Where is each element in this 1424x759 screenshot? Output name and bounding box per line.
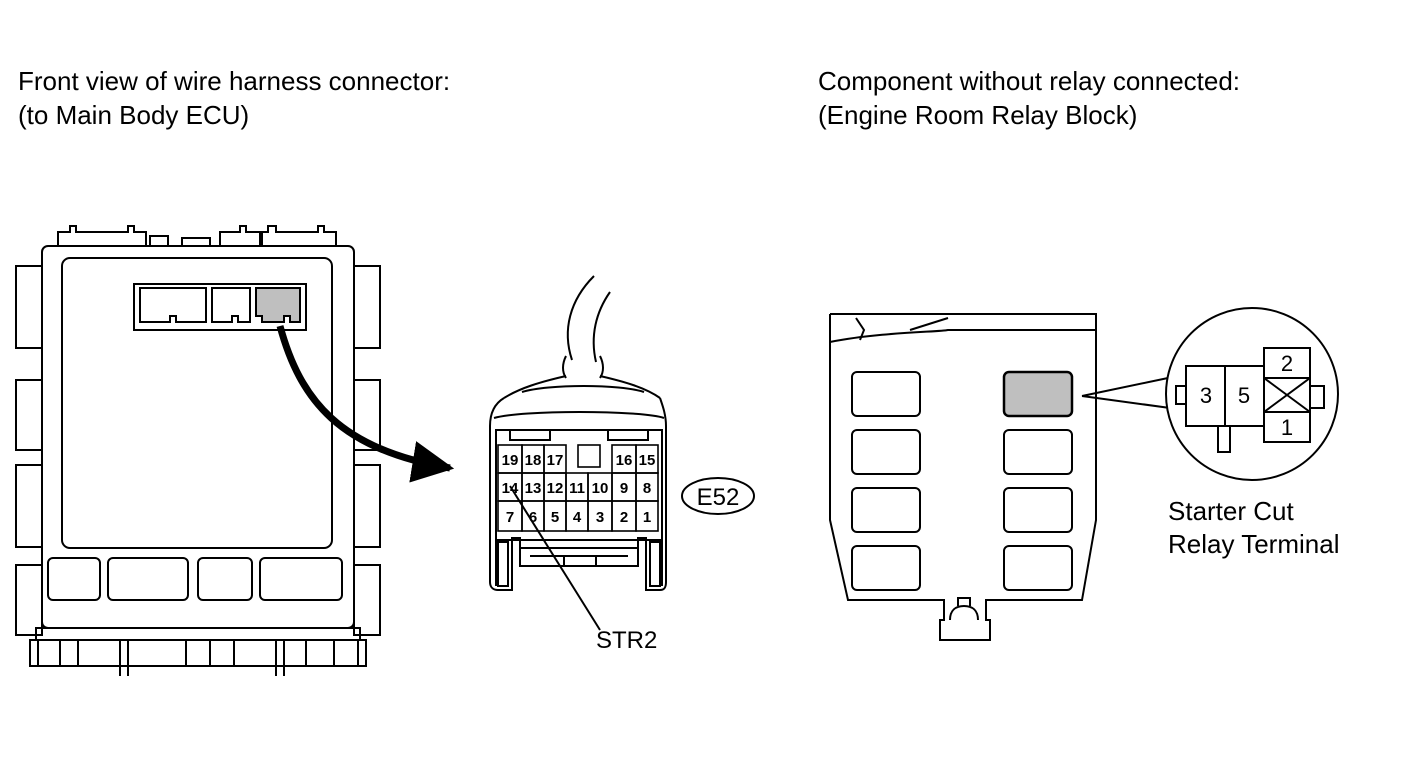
relay-pin-1: 1 [1281,415,1293,440]
str2-leader [509,485,601,631]
right-caption-line2: (Engine Room Relay Block) [818,100,1138,130]
e52-code-oval [681,477,755,515]
pin-7: 7 [506,509,514,526]
pin-17: 17 [547,452,564,469]
pin-16: 16 [616,452,633,469]
pin-12: 12 [547,480,564,497]
relay-pin-5: 5 [1238,383,1250,408]
pin-11: 11 [569,480,585,497]
relay-terminal-callout [1081,307,1339,481]
left-caption-line2: (to Main Body ECU) [18,100,250,130]
left-caption-line1: Front view of wire harness connector: [18,66,451,96]
pin-3: 3 [596,509,604,526]
pin-2: 2 [620,509,628,526]
right-caption-line1: Component without relay connected: [818,66,1241,96]
relay-pin-3: 3 [1200,383,1212,408]
pin-19: 19 [502,452,519,469]
main-body-ecu [15,225,381,676]
pin-9: 9 [620,480,628,497]
pin-10: 10 [592,480,609,497]
starter-cut-relay-slot [1002,370,1074,418]
pin-18: 18 [525,452,542,469]
engine-room-relay-block [829,313,1097,641]
relay-pin-2: 2 [1281,351,1293,376]
relay-terminal-label-line2: Relay Terminal [1168,529,1339,559]
relay-terminal-label-line1: Starter Cut [1168,496,1294,526]
pin-5: 5 [551,509,559,526]
pin-13: 13 [525,480,542,497]
pin-15: 15 [639,452,656,469]
connection-arrow [276,325,455,483]
pin-6: 6 [529,509,537,526]
left-caption: Front view of wire harness connector: (t… [18,64,450,132]
right-caption: Component without relay connected: (Engi… [818,64,1240,132]
pin-8: 8 [643,480,651,497]
e52-connector-housing [489,275,667,591]
e52-code: E52 [697,484,740,511]
pin-1: 1 [643,509,651,526]
str2-label: STR2 [596,627,657,654]
pin-4: 4 [573,509,582,526]
e52-pin-grid: 19 18 17 16 15 14 13 12 11 10 9 8 7 6 5 … [497,444,659,532]
ecu-highlighted-connector [255,287,301,323]
